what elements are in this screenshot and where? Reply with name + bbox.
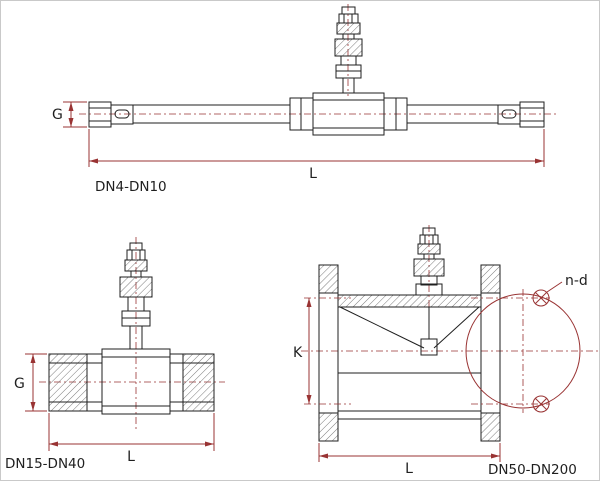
sensor-transmitter xyxy=(119,242,153,350)
dimension-l: L xyxy=(88,129,545,182)
range-label-dn4-dn10: DN4-DN10 xyxy=(95,179,167,195)
flanged-body xyxy=(318,264,501,442)
dimension-g: G xyxy=(14,353,47,412)
meter-body xyxy=(48,348,215,415)
dimension-k: K xyxy=(293,298,312,404)
dim-label-l: L xyxy=(309,166,317,182)
dim-label-g: G xyxy=(52,107,63,123)
dim-label-l: L xyxy=(405,461,413,477)
dimension-l: L xyxy=(318,443,501,477)
dn4-dn10-drawing: G L DN4-DN10 xyxy=(52,4,557,195)
range-label-dn15-dn40: DN15-DN40 xyxy=(5,456,85,472)
bolt-note-label: n-d xyxy=(565,273,588,289)
dn50-dn200-drawing: n-d K L DN50-DN200 xyxy=(293,225,598,478)
dim-label-g: G xyxy=(14,376,25,392)
dim-label-l: L xyxy=(127,449,135,465)
dim-label-k: K xyxy=(293,345,303,361)
dimension-l: L xyxy=(48,413,215,465)
meter-body xyxy=(132,92,499,136)
sensor-transmitter xyxy=(413,227,445,296)
bolt-circle: n-d xyxy=(304,273,588,413)
dn15-dn40-drawing: G L DN15-DN40 xyxy=(5,237,225,472)
left-end-fitting xyxy=(88,101,134,128)
dimension-g: G xyxy=(52,101,87,128)
bolt-hole-bottom xyxy=(532,395,550,413)
bolt-hole-top xyxy=(532,289,550,307)
n-d-leader-line xyxy=(546,281,563,293)
right-end-fitting xyxy=(497,101,545,128)
sensor-transmitter xyxy=(334,6,363,94)
range-label-dn50-dn200: DN50-DN200 xyxy=(488,462,577,478)
